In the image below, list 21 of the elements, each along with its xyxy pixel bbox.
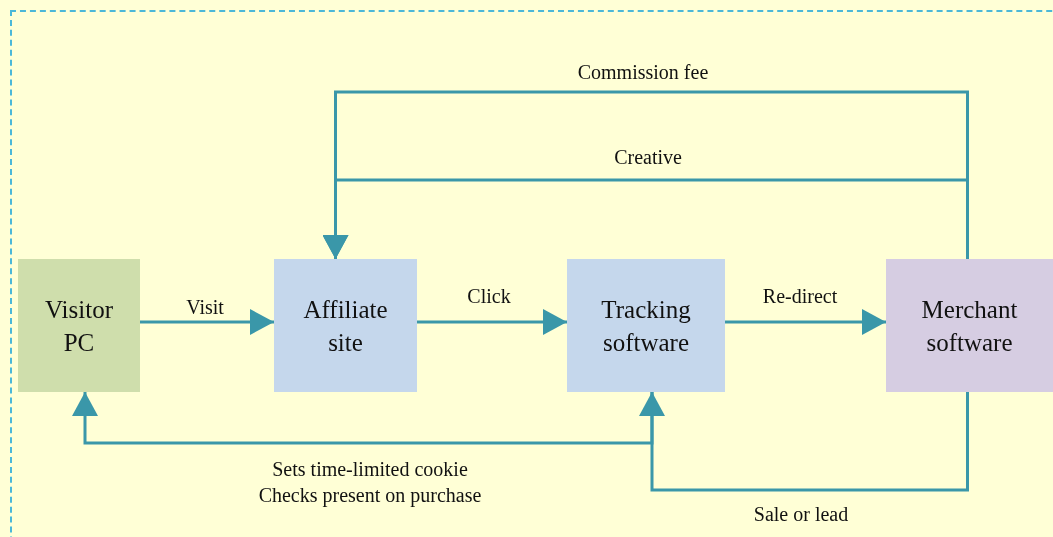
- process-box: [886, 259, 1053, 392]
- process-box: [274, 259, 417, 392]
- box-label: Merchant software: [920, 294, 1019, 358]
- arrow: [725, 309, 886, 335]
- box-label: Visitor PC: [44, 294, 114, 358]
- edge-label: Click: [467, 284, 511, 309]
- edge-label: Commission fee: [577, 60, 709, 85]
- edge-label: Sale or lead: [753, 502, 849, 527]
- arrow: [322, 178, 969, 259]
- process-box: [567, 259, 725, 392]
- arrow: [72, 392, 654, 445]
- edge-label: Creative: [614, 145, 682, 170]
- edge-label: Re-direct: [762, 284, 838, 309]
- arrow: [639, 392, 969, 492]
- edge-label: Visit: [186, 295, 224, 320]
- arrow: [140, 309, 274, 335]
- process-box: [18, 259, 140, 392]
- edge-label: Sets time-limited cookie Checks present on purchase: [257, 457, 483, 508]
- box-label: Affiliate site: [302, 294, 389, 358]
- arrow: [417, 309, 567, 335]
- box-label: Tracking software: [600, 294, 692, 358]
